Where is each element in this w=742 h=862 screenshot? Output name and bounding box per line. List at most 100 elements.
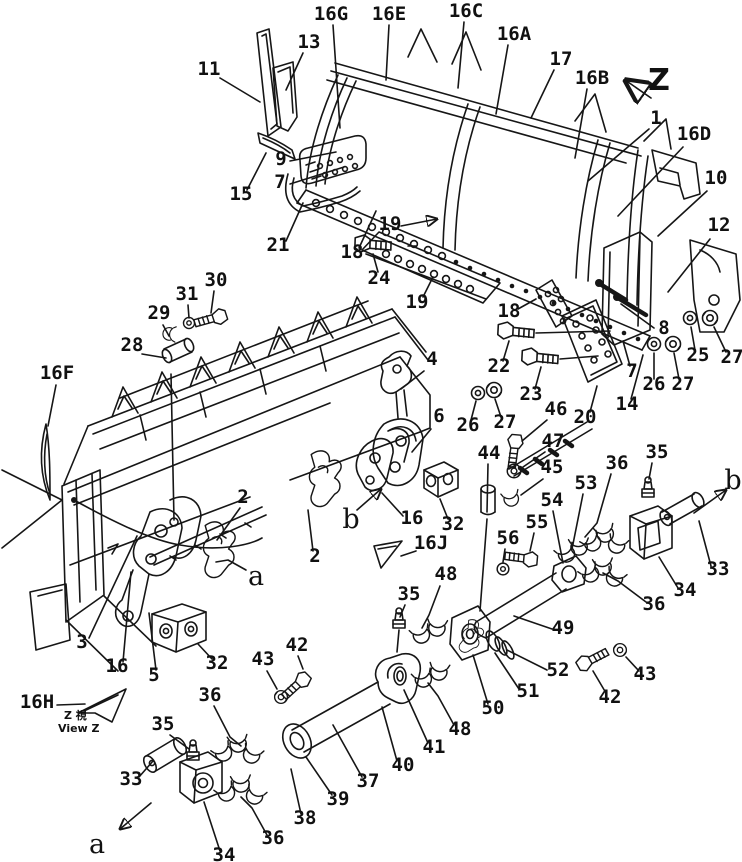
part-label-42: 42	[286, 634, 309, 656]
part-label-17: 17	[550, 48, 573, 70]
part-label-16H: 16H	[20, 691, 54, 713]
part-label-36: 36	[199, 684, 222, 706]
part-label-50: 50	[482, 697, 505, 719]
leader-line-20	[589, 385, 598, 413]
part-label-6: 6	[433, 405, 444, 427]
part-label-49: 49	[552, 617, 575, 639]
part-label-30: 30	[205, 269, 228, 291]
part-label-38: 38	[294, 807, 317, 829]
leader-line-18	[517, 298, 537, 310]
part-label-34: 34	[674, 579, 697, 601]
leader-line-35	[169, 734, 190, 750]
part-label-32: 32	[442, 513, 465, 535]
leader-line-35	[399, 604, 406, 618]
part-label-40: 40	[392, 754, 415, 776]
leader-line-19	[422, 276, 434, 298]
part-label-45: 45	[541, 456, 564, 478]
leader-line-24	[372, 253, 379, 273]
leader-line-50	[472, 654, 489, 705]
part-label-43: 43	[252, 648, 275, 670]
part-label-8: 8	[658, 317, 669, 339]
leader-line-39	[305, 756, 333, 796]
leader-line-29	[162, 324, 170, 337]
part-label-39: 39	[327, 788, 350, 810]
part-label-35: 35	[152, 713, 175, 735]
part-label-10: 10	[705, 167, 728, 189]
part-label-13: 13	[298, 31, 321, 53]
leader-line-8	[620, 303, 655, 329]
leader-line-48	[421, 585, 441, 629]
leader-line-46	[521, 419, 548, 442]
leader-line-10	[657, 190, 708, 237]
part-label-47: 47	[542, 430, 565, 452]
leader-line-19	[400, 219, 437, 226]
leader-line-36	[213, 705, 242, 747]
leader-line-36	[240, 796, 268, 836]
push-frame	[1, 296, 593, 672]
direction-marker-b: b	[724, 465, 741, 496]
leader-line-54	[552, 510, 564, 564]
leader-line-48	[427, 682, 455, 726]
part-label-46: 46	[545, 398, 568, 420]
leader-line-41	[403, 689, 429, 744]
leader-line-27	[713, 326, 727, 353]
edge-plates	[353, 231, 623, 401]
part-label-35: 35	[646, 441, 669, 463]
part-label-16: 16	[401, 507, 424, 529]
part-label-28: 28	[121, 334, 144, 356]
leader-line-43	[625, 656, 640, 672]
leader-line-34	[203, 801, 221, 852]
part-label-26: 26	[643, 373, 666, 395]
direction-arrow-1	[693, 490, 726, 514]
wear-strips	[256, 28, 367, 213]
leader-line-16	[381, 492, 404, 517]
part-label-24: 24	[368, 267, 391, 289]
leader-line-2	[307, 509, 314, 552]
leader-line-26	[470, 400, 477, 421]
part-label-54: 54	[541, 489, 564, 511]
leader-line-51	[494, 652, 520, 690]
leader-line-25	[690, 326, 696, 351]
part-label-16E: 16E	[372, 3, 406, 25]
leader-line-16B	[574, 88, 588, 159]
leader-line-16E	[385, 24, 390, 81]
part-label-56: 56	[497, 527, 520, 549]
part-label-16J: 16J	[414, 532, 448, 554]
part-label-33: 33	[707, 558, 730, 580]
leader-line-32	[197, 643, 213, 660]
part-label-42: 42	[599, 686, 622, 708]
leader-line-21	[285, 202, 304, 242]
pillow-blocks	[151, 461, 459, 653]
part-label-27: 27	[494, 411, 517, 433]
part-label-43: 43	[634, 663, 657, 685]
leader-line-9	[289, 151, 337, 162]
leader-line-34	[658, 556, 679, 589]
leader-line-16D	[617, 146, 684, 217]
part-label-41: 41	[423, 736, 446, 758]
leader-line-5	[148, 612, 157, 671]
leader-line-18	[358, 210, 377, 249]
part-label-20: 20	[574, 406, 597, 428]
part-label-16F: 16F	[40, 362, 74, 384]
leader-line-49	[513, 615, 553, 630]
leader-line-35	[648, 462, 653, 480]
leader-line-45	[520, 478, 544, 496]
part-label-5: 5	[148, 664, 159, 686]
direction-marker-Z: Z	[648, 63, 670, 98]
leader-line-11	[219, 77, 261, 103]
part-label-25: 25	[687, 344, 710, 366]
upper-pivot-shaft	[449, 491, 705, 661]
leader-line-28	[141, 353, 167, 359]
leader-line-27	[494, 398, 502, 418]
part-label-11: 11	[198, 58, 221, 80]
part-label-16C: 16C	[449, 0, 483, 22]
leader-line-3	[88, 535, 138, 639]
part-label-16D: 16D	[677, 123, 711, 145]
leader-line-53	[571, 493, 584, 550]
part-label-1: 1	[650, 107, 661, 129]
part-label-36: 36	[262, 827, 285, 849]
leader-line-33	[698, 520, 712, 567]
leader-line-40	[381, 706, 398, 762]
part-label-16: 16	[106, 655, 129, 677]
